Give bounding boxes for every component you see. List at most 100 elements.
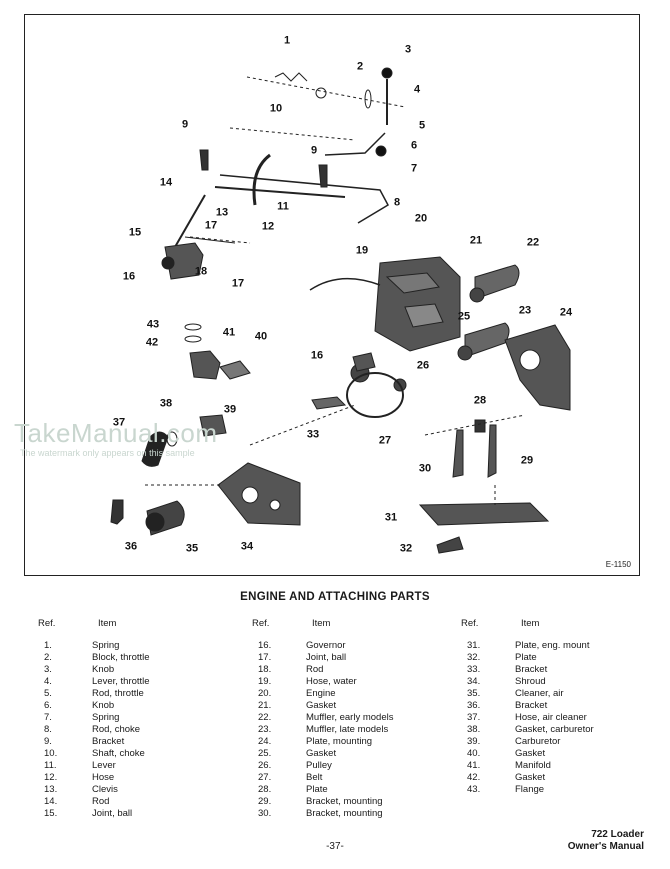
ref-number: 7. [44,712,52,723]
parts-row: 26.Pulley [252,760,462,772]
parts-row: 10.Shaft, choke [38,748,248,760]
parts-row: 20.Engine [252,688,462,700]
ref-number: 40. [467,748,481,759]
ref-number: 18. [258,664,272,675]
item-name: Manifold [515,760,551,771]
item-name: Plate [515,652,537,663]
callout-40: 40 [254,330,268,343]
parts-row: 1.Spring [38,640,248,652]
callout-30: 30 [418,462,432,475]
ref-number: 5. [44,688,52,699]
parts-list-title: ENGINE AND ATTACHING PARTS [240,591,430,603]
callout-37: 37 [112,416,126,429]
item-name: Gasket, carburetor [515,724,594,735]
parts-row: 42.Gasket [461,772,670,784]
ref-number: 32. [467,652,481,663]
callout-5: 5 [418,119,426,132]
ref-number: 36. [467,700,481,711]
callout-24: 24 [559,306,573,319]
ref-number: 10. [44,748,58,759]
parts-row: 24.Plate, mounting [252,736,462,748]
item-name: Gasket [306,748,337,759]
ref-number: 39. [467,736,481,747]
callout-3: 3 [404,43,412,56]
item-name: Hose [92,772,115,783]
item-name: Shroud [515,676,546,687]
ref-number: 1. [44,640,52,651]
item-name: Rod [306,664,324,675]
callout-35: 35 [185,542,199,555]
ref-number: 9. [44,736,52,747]
ref-number: 27. [258,772,272,783]
callout-6: 6 [410,139,418,152]
item-name: Knob [92,700,115,711]
parts-row: 7.Spring [38,712,248,724]
item-name: Bracket [92,736,125,747]
item-name: Plate [306,784,328,795]
ref-number: 34. [467,676,481,687]
parts-row: 9. Bracket [38,736,248,748]
parts-column-1: Ref.Item 1.Spring 2.Block, throttle 3.Kn… [38,618,248,820]
item-name: Lever, throttle [92,676,150,687]
ref-number: 21. [258,700,272,711]
callout-26: 26 [416,359,430,372]
ref-header: Ref. [461,618,479,629]
item-name: Flange [515,784,545,795]
callout-23: 23 [518,304,532,317]
callout-14: 14 [159,176,173,189]
item-name: Knob [92,664,115,675]
ref-number: 19. [258,676,272,687]
item-name: Bracket [515,700,548,711]
parts-column-3: Ref.Item 31.Plate, eng. mount 32.Plate 3… [461,618,670,796]
exploded-view-figure: 1 2 3 4 5 6 7 8 9 9 10 11 12 13 14 15 16… [24,14,640,576]
item-name: Rod, throttle [92,688,144,699]
parts-row: 32. Plate [461,652,670,664]
parts-row: 39.Carburetor [461,736,670,748]
ref-number: 26. [258,760,272,771]
parts-row: 41. Manifold [461,760,670,772]
parts-row: 38.Gasket, carburetor [461,724,670,736]
parts-row: 28.Plate [252,784,462,796]
parts-row: 6.Knob [38,700,248,712]
parts-row: 5. Rod, throttle [38,688,248,700]
parts-row: 25.Gasket [252,748,462,760]
callout-38: 38 [159,397,173,410]
parts-row: 23.Muffler, late models [252,724,462,736]
callout-28: 28 [473,394,487,407]
item-name: Rod [92,796,110,807]
callout-17b: 17 [231,277,245,290]
parts-row: 27.Belt [252,772,462,784]
callout-29: 29 [520,454,534,467]
callout-21: 21 [469,234,483,247]
ref-number: 4. [44,676,52,687]
item-header: Item [521,618,540,629]
ref-number: 31. [467,640,481,651]
callout-18: 18 [194,265,208,278]
item-name: Muffler, early models [306,712,394,723]
item-header: Item [312,618,331,629]
item-name: Rod, choke [92,724,141,735]
manual-name: Owner's Manual [567,841,644,852]
ref-number: 2. [44,652,52,663]
parts-row: 40.Gasket [461,748,670,760]
callout-8: 8 [393,196,401,209]
callout-34: 34 [240,540,254,553]
exploded-view-drawing [110,67,571,554]
item-name: Gasket [515,772,546,783]
parts-row: 14.Rod [38,796,248,808]
parts-row: 43.Flange [461,784,670,796]
parts-row: 12.Hose [38,772,248,784]
callout-19: 19 [355,244,369,257]
callout-41: 41 [222,326,236,339]
ref-header: Ref. [252,618,270,629]
parts-row: 4. Lever, throttle [38,676,248,688]
item-name: Bracket, mounting [306,796,383,807]
parts-row: 30.Bracket, mounting [252,808,462,820]
figure-code: E-1150 [605,560,631,569]
ref-number: 41. [467,760,481,771]
ref-number: 20. [258,688,272,699]
callout-25: 25 [457,310,471,323]
callout-42: 42 [145,336,159,349]
callout-7: 7 [410,162,418,175]
ref-number: 17. [258,652,272,663]
